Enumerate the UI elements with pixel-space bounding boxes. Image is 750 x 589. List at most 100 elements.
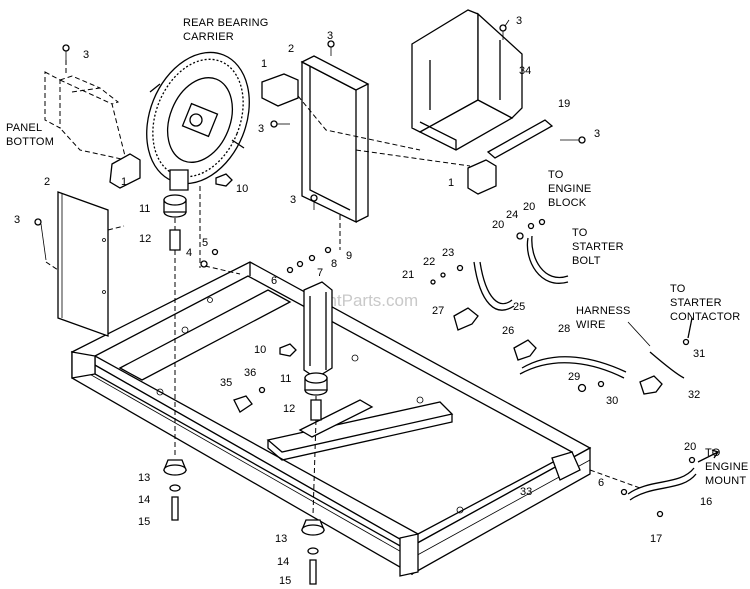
panel-bottom-outline (44, 71, 127, 161)
rail-19 (486, 119, 554, 159)
boot-26 (513, 339, 537, 361)
mount-13-right (301, 519, 325, 536)
callout-13: 13 (138, 472, 150, 484)
spacer-12-frame (310, 399, 322, 421)
svg-text:STARTER: STARTER (670, 297, 722, 309)
callout-27: 27 (432, 305, 444, 317)
callout-26: 26 (502, 325, 514, 337)
nut-29 (577, 383, 587, 393)
svg-text:TO: TO (572, 227, 588, 239)
callout-17: 17 (650, 533, 662, 545)
screw-17 (656, 510, 664, 518)
screw-6-lower (620, 488, 628, 496)
callout-35: 35 (220, 377, 232, 389)
bolt-15-right (309, 559, 317, 585)
callout-2: 2 (288, 43, 294, 55)
callout-6: 6 (271, 275, 277, 287)
engine-block-strap (526, 235, 569, 284)
nut-6 (286, 266, 294, 274)
washer-14-right (307, 547, 319, 555)
callout-1: 1 (448, 177, 454, 189)
callout-34: 34 (519, 65, 531, 77)
callout-3: 3 (327, 30, 333, 42)
svg-text:WIRE: WIRE (576, 319, 606, 331)
terminal-32 (639, 375, 663, 395)
callout-7: 7 (317, 267, 323, 279)
callout-31: 31 (693, 348, 705, 360)
svg-text:TO: TO (705, 447, 721, 459)
bolt-15-left (171, 496, 179, 521)
side-panel-right (300, 55, 370, 224)
callout-2: 2 (44, 176, 50, 188)
leader-lines (45, 60, 641, 516)
callout-20: 20 (523, 201, 535, 213)
svg-text:CARRIER: CARRIER (183, 31, 234, 43)
callout-29: 29 (568, 371, 580, 383)
screw-36 (258, 386, 266, 394)
screw-4 (200, 260, 208, 268)
callout-3: 3 (594, 128, 600, 140)
callout-14: 14 (138, 494, 150, 506)
screw-3-group (34, 24, 586, 261)
svg-text:PANEL: PANEL (6, 122, 42, 134)
callout-3: 3 (290, 194, 296, 206)
harness-28 (519, 356, 627, 379)
bracket-1-left (109, 153, 141, 189)
callout-9: 9 (346, 250, 352, 262)
svg-text:BOTTOM: BOTTOM (6, 136, 54, 148)
boot-27 (453, 307, 479, 331)
ground-strap-16 (627, 467, 697, 501)
washer-20b (538, 218, 546, 226)
nut-10-frame (279, 343, 297, 357)
callout-23: 23 (442, 247, 454, 259)
svg-text:TO: TO (548, 169, 564, 181)
screw-9 (324, 246, 332, 254)
arrow-starter-contactor (687, 317, 693, 339)
callout-36: 36 (244, 367, 256, 379)
washer-22 (440, 272, 446, 278)
washer-14-left (169, 484, 181, 492)
clip-35 (233, 395, 253, 413)
svg-text:MOUNT: MOUNT (705, 475, 746, 487)
callout-20: 20 (492, 219, 504, 231)
caption-to-starter-contactor: TO STARTER CONTACTOR (670, 283, 740, 323)
callout-16: 16 (700, 496, 712, 508)
svg-text:BOLT: BOLT (572, 255, 601, 267)
callout-25: 25 (513, 301, 525, 313)
callout-11: 11 (280, 373, 291, 385)
callout-10: 10 (236, 183, 248, 195)
caption-rear-bearing-carrier: REAR BEARING CARRIER (183, 17, 269, 43)
svg-text:HARNESS: HARNESS (576, 305, 631, 317)
svg-text:CONTACTOR: CONTACTOR (670, 311, 740, 323)
callout-12: 12 (283, 403, 295, 415)
svg-text:BLOCK: BLOCK (548, 197, 587, 209)
svg-text:ENGINE: ENGINE (705, 461, 748, 473)
nut-10-top (215, 173, 233, 187)
isolator-11-frame (304, 372, 328, 396)
callout-15: 15 (138, 516, 150, 528)
arrow-engine-mount (697, 449, 720, 463)
callout-19: 19 (558, 98, 570, 110)
svg-text:REAR BEARING: REAR BEARING (183, 17, 269, 29)
callout-3: 3 (516, 15, 522, 27)
leader-harness-wire (627, 321, 651, 347)
bracket-1-top (261, 73, 299, 107)
starter-cable-25 (473, 261, 515, 311)
callout-30: 30 (606, 395, 618, 407)
washer-7 (296, 260, 304, 268)
screw-21 (430, 279, 436, 285)
callout-14: 14 (277, 556, 289, 568)
washer-5 (211, 248, 219, 256)
callout-6: 6 (598, 477, 604, 489)
callout-1: 1 (121, 176, 127, 188)
callout-1: 1 (261, 58, 267, 70)
callout-32: 32 (688, 389, 700, 401)
callout-10: 10 (254, 344, 266, 356)
svg-text:TO: TO (670, 283, 686, 295)
caption-to-starter-bolt: TO STARTER BOLT (572, 227, 624, 267)
wire-harness-lead (649, 351, 685, 379)
callout-20: 20 (684, 441, 696, 453)
svg-text:ENGINE: ENGINE (548, 183, 591, 195)
caption-to-engine-block: TO ENGINE BLOCK (548, 169, 591, 209)
callout-21: 21 (402, 269, 414, 281)
